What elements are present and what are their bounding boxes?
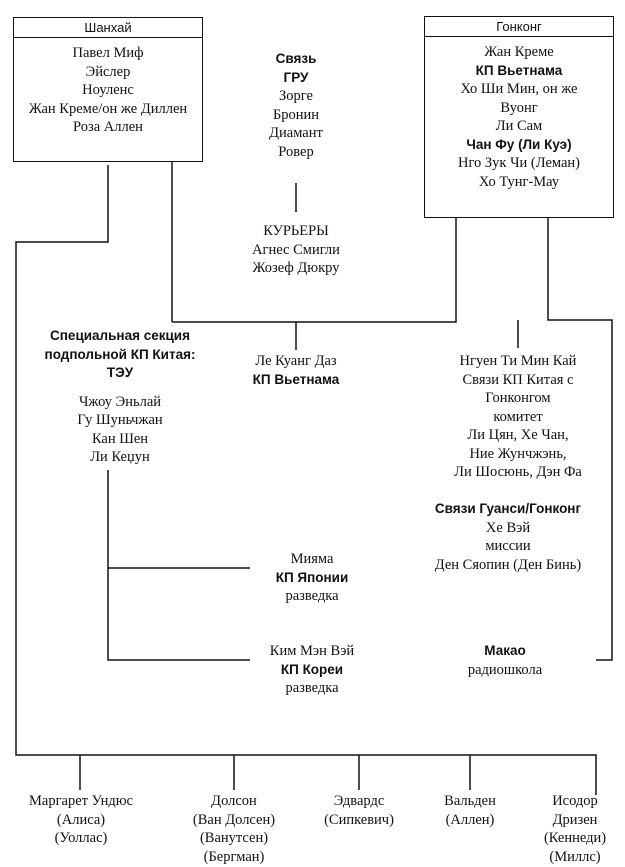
bottom-agent-line: Долсон <box>211 793 257 809</box>
miyama-node: Мияма КП Японии разведка <box>252 550 372 606</box>
teu-heading: Специальная секция <box>50 328 190 343</box>
shanghai-member: Эйслер <box>85 63 131 80</box>
gru-heading: Связь <box>275 51 317 66</box>
le-kuang-party: КП Вьетнама <box>252 371 340 387</box>
bottom-agent-line: Эдвардс <box>333 793 385 809</box>
gru-member: Ровер <box>278 143 314 160</box>
shanghai-member: Роза Аллен <box>73 119 143 135</box>
shanghai-member: Жан Креме/он же Диллен <box>28 100 188 117</box>
bottom-agent-line: (Кеннеди) <box>543 830 607 846</box>
teu-node: Специальная секция подпольной КП Китая: … <box>20 327 220 467</box>
bottom-agent-line: Дризен <box>552 811 598 828</box>
hongkong-title: Гонконг <box>425 17 613 37</box>
shanghai-member: Павел Миф <box>72 45 144 61</box>
shanghai-box: Шанхай Павел Миф Эйслер Ноуленс Жан Крем… <box>13 17 203 162</box>
couriers-node: КУРЬЕРЫ Агнес Смигли Жозеф Дюкру <box>236 222 356 278</box>
kim-role: разведка <box>285 680 339 696</box>
nguyen-line: Ли Шосюнь, Дэн Фа <box>454 464 582 480</box>
bottom-agent-line: Вальден <box>444 793 496 809</box>
shanghai-member: Ноуленс <box>82 82 134 98</box>
guangxi-line: Хе Вэй <box>485 519 531 536</box>
bottom-agent-line: (Сипкевич) <box>324 811 394 828</box>
nguyen-line: Ние Жунчжэнь, <box>469 445 567 462</box>
couriers-heading: КУРЬЕРЫ <box>263 223 329 239</box>
nguyen-line: Ли Цян, Хе Чан, <box>467 427 569 443</box>
bottom-agent: Исодор Дризен (Кеннеди) (Миллс) <box>530 792 620 866</box>
guangxi-heading: Связи Гуанси/Гонконг <box>434 501 582 516</box>
hongkong-box: Гонконг Жан Креме КП Вьетнама Хо Ши Мин,… <box>424 16 614 218</box>
gru-member: Зорге <box>279 88 313 104</box>
hongkong-member: Чан Фу (Ли Куэ) <box>466 136 572 152</box>
hongkong-member: Жан Креме <box>484 44 554 60</box>
guangxi-line: Ден Сяопин (Ден Бинь) <box>434 556 582 573</box>
courier-member: Жозеф Дюкру <box>252 260 340 276</box>
nguyen-line: комитет <box>493 408 543 425</box>
bottom-agent-line: (Ван Долсен) <box>192 811 276 828</box>
le-kuang-name: Ле Куанг Даз <box>255 353 337 369</box>
shanghai-title: Шанхай <box>14 18 202 38</box>
bottom-agent-line: (Аллен) <box>445 811 495 828</box>
bottom-agent-line: (Миллс) <box>549 848 601 865</box>
guangxi-node: Связи Гуанси/Гонконг Хе Вэй миссии Ден С… <box>400 500 616 574</box>
hongkong-member: Вуонг <box>500 99 538 116</box>
bottom-agent-line: (Ванутсен) <box>199 830 269 846</box>
bottom-agent: Маргарет Ундюс (Алиса) (Уоллас) <box>18 792 144 848</box>
kim-node: Ким Мэн Вэй КП Кореи разведка <box>250 642 374 698</box>
hongkong-member: Хо Ши Мин, он же <box>460 81 578 97</box>
bottom-agent-line: (Бергман) <box>203 848 265 865</box>
hongkong-member: КП Вьетнама <box>475 62 563 78</box>
guangxi-line: миссии <box>485 538 531 554</box>
gru-member: Диамант <box>269 125 323 141</box>
nguyen-node: Нгуен Ти Мин Кай Связи КП Китая с Гонкон… <box>420 352 616 482</box>
bottom-agent-line: (Уоллас) <box>54 830 108 846</box>
gru-node: Связь ГРУ Зорге Бронин Диамант Ровер <box>246 50 346 161</box>
gru-heading: ГРУ <box>283 69 309 85</box>
teu-member: Гу Шуньчжан <box>77 412 163 428</box>
macao-heading: Макао <box>484 643 526 658</box>
le-kuang-node: Ле Куанг Даз КП Вьетнама <box>228 352 364 389</box>
nguyen-line: Гонконгом <box>485 390 551 406</box>
teu-member: Ли Кеџун <box>90 449 150 465</box>
gru-member: Бронин <box>272 106 320 123</box>
courier-member: Агнес Смигли <box>252 241 340 258</box>
teu-heading: подпольной КП Китая: <box>44 346 196 362</box>
nguyen-line: Связи КП Китая с <box>462 371 574 388</box>
connector-hk-right <box>547 218 613 661</box>
bottom-agent: Долсон (Ван Долсен) (Ванутсен) (Бергман) <box>176 792 292 866</box>
teu-heading: ТЭУ <box>106 365 134 380</box>
macao-role: радиошкола <box>467 661 543 678</box>
miyama-role: разведка <box>285 588 339 604</box>
hongkong-member: Нго Зук Чи (Леман) <box>457 155 581 171</box>
teu-member: Чжоу Эньлай <box>78 393 162 410</box>
connector-teu <box>107 470 250 661</box>
bottom-agent-line: Маргарет Ундюс <box>28 793 133 809</box>
nguyen-line: Нгуен Ти Мин Кай <box>459 353 577 369</box>
bottom-agent-line: (Алиса) <box>56 811 106 828</box>
hongkong-member: Хо Тунг-Мау <box>478 173 560 190</box>
bottom-agent: Эдвардс (Сипкевич) <box>314 792 404 829</box>
teu-member: Кан Шен <box>91 430 149 447</box>
kim-name: Ким Мэн Вэй <box>269 643 355 659</box>
bottom-agent-line: Исодор <box>552 793 598 809</box>
connector-hk-left <box>172 218 457 323</box>
miyama-name: Мияма <box>290 551 334 567</box>
hongkong-member: Ли Сам <box>495 118 543 134</box>
bottom-agent: Вальден (Аллен) <box>430 792 510 829</box>
kim-party: КП Кореи <box>280 661 344 677</box>
macao-node: Макао радиошкола <box>450 642 560 679</box>
connector-left-trunk <box>15 165 597 795</box>
miyama-party: КП Японии <box>275 569 349 585</box>
